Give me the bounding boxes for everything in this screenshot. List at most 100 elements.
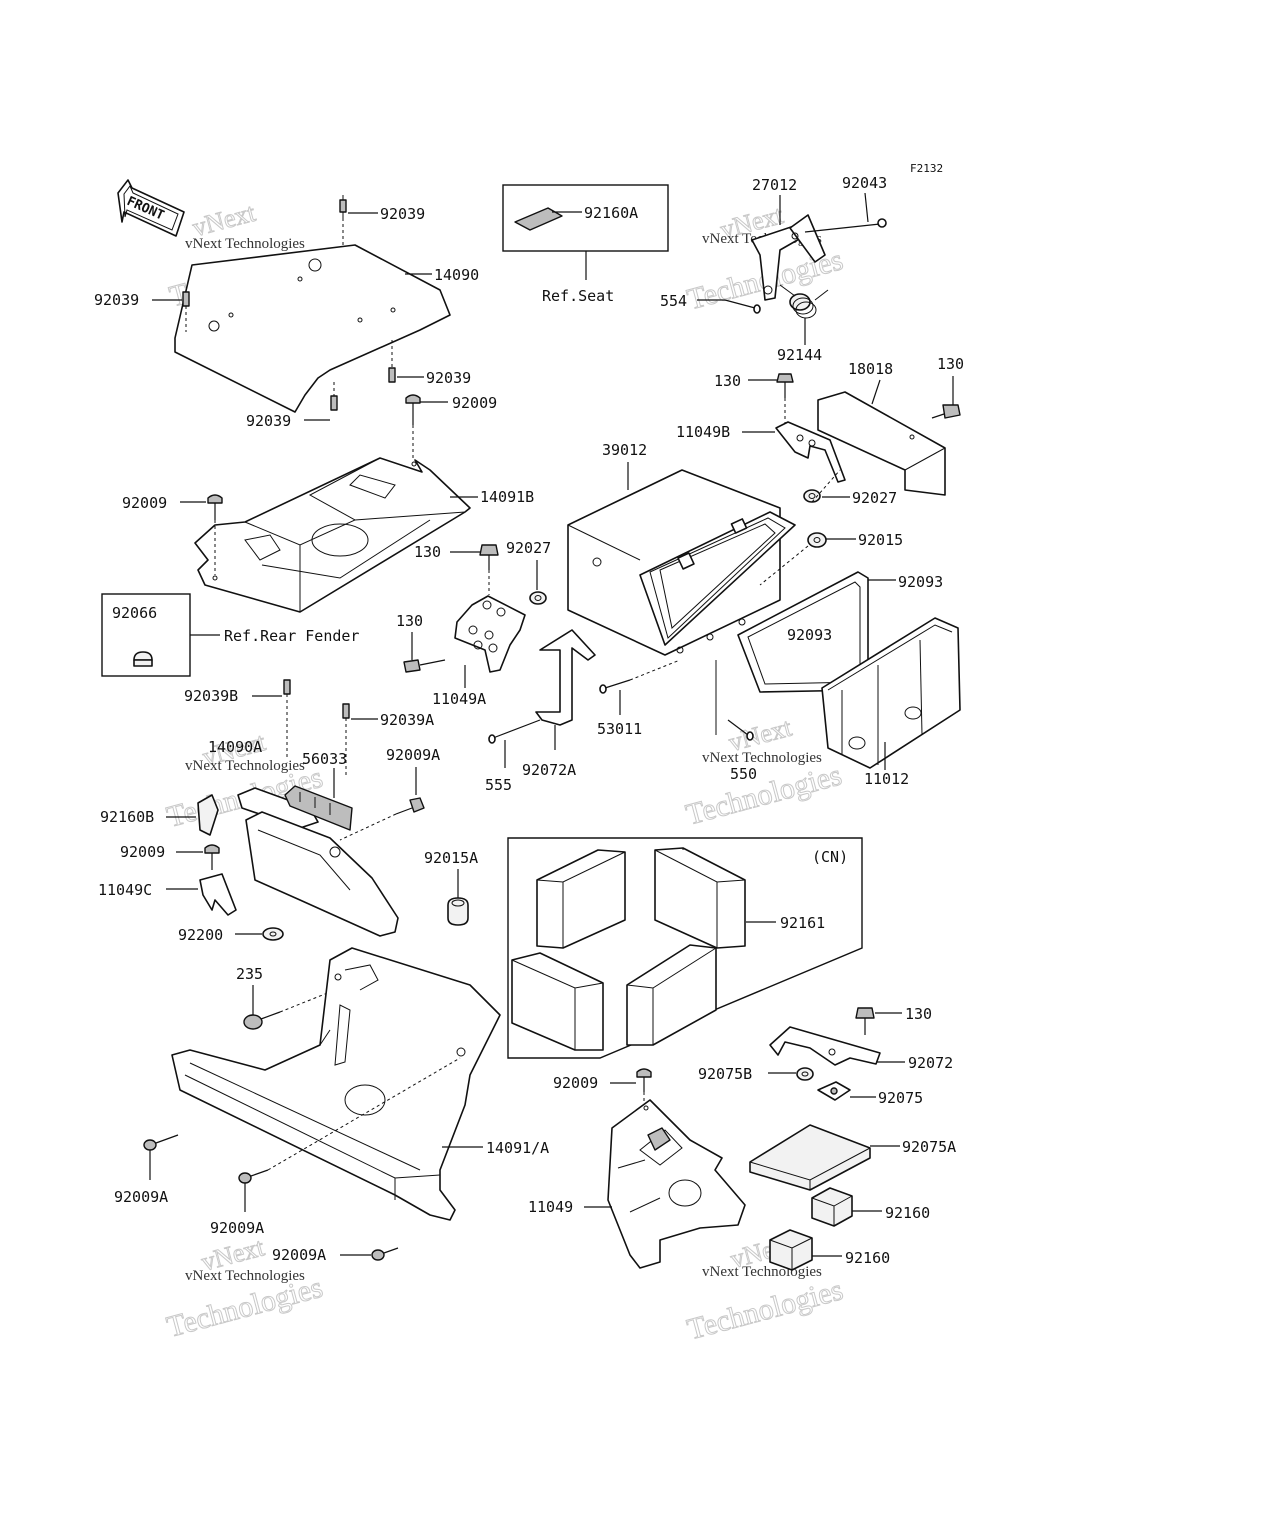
label-550: 550 [730, 765, 757, 783]
label-92039A: 92039A [380, 711, 434, 729]
watermark-text: vNext Technologies [185, 1268, 305, 1284]
block-92161-b[interactable] [654, 847, 746, 949]
nut-92015[interactable] [807, 532, 827, 548]
ref-seat: Ref.Seat [542, 287, 614, 305]
label-92009A-a: 92009A [386, 746, 440, 764]
watermark-bottom-right: vNext Technologies [683, 1229, 847, 1347]
pad-92160A[interactable] [514, 207, 563, 231]
nut-92075[interactable] [817, 1081, 851, 1101]
bolt-130-a[interactable] [776, 373, 794, 425]
bolt-235[interactable] [243, 991, 331, 1030]
latch-27012[interactable] [751, 214, 826, 301]
panel-14090[interactable] [174, 244, 451, 413]
label-14090A: 14090A [208, 738, 262, 756]
washer-92200[interactable] [262, 927, 284, 941]
front-arrow-icon: FRONT [117, 179, 185, 237]
label-14091A: 14091/A [486, 1139, 549, 1157]
collar-92015A[interactable] [447, 897, 469, 926]
bolt-130-b[interactable] [931, 404, 961, 419]
label-92009-d: 92009 [553, 1074, 598, 1092]
lid-11012[interactable] [821, 617, 961, 769]
label-92009A-d: 92009A [272, 1246, 326, 1264]
bolt-130-d[interactable] [403, 659, 446, 673]
bracket-11049A[interactable] [454, 595, 526, 673]
block-92161-d[interactable] [626, 944, 717, 1046]
label-555: 555 [485, 776, 512, 794]
bracket-11049C[interactable] [199, 873, 237, 916]
screw-92009A-c[interactable] [238, 1057, 461, 1184]
clip-92039A[interactable] [342, 703, 350, 778]
ref-cn: (CN) [812, 848, 848, 866]
svg-text:Technologies: Technologies [684, 1273, 847, 1346]
block-92160-a[interactable] [811, 1187, 853, 1227]
gasket-92093[interactable] [737, 571, 869, 693]
screw-92009-b[interactable] [207, 494, 223, 575]
pin-554[interactable] [724, 299, 761, 314]
label-18018: 18018 [848, 360, 893, 378]
label-92093-b: 92093 [787, 626, 832, 644]
bracket-92072[interactable] [769, 1026, 881, 1066]
pad-92160B[interactable] [197, 794, 219, 836]
label-92093-a: 92093 [898, 573, 943, 591]
grommet-92027-b[interactable] [529, 591, 547, 605]
bracket-11049B[interactable] [775, 421, 846, 483]
holder-92072A[interactable] [535, 629, 596, 726]
screw-92009-a[interactable] [405, 394, 421, 458]
pin-92043[interactable] [804, 218, 887, 233]
callout-box-cn [507, 837, 863, 1059]
label-53011: 53011 [597, 720, 642, 738]
svg-text:Technologies: Technologies [682, 758, 845, 831]
block-92161-a[interactable] [536, 849, 626, 949]
label-92066: 92066 [112, 604, 157, 622]
label-554: 554 [660, 292, 687, 310]
label-92027-b: 92027 [506, 539, 551, 557]
label-11049C: 11049C [98, 881, 152, 899]
label-92039B: 92039B [184, 687, 238, 705]
washer-92075B[interactable] [796, 1067, 814, 1081]
pin-53011[interactable] [599, 679, 631, 694]
clip-92039-top[interactable] [339, 195, 347, 245]
guard-14090A-body[interactable] [245, 811, 399, 937]
clip-92039-left[interactable] [182, 291, 190, 332]
mat-14091B[interactable] [194, 457, 471, 613]
label-92009A-b: 92009A [114, 1188, 168, 1206]
tray-11049[interactable] [607, 1099, 746, 1269]
pad-92075A[interactable] [749, 1124, 871, 1191]
label-92160-a: 92160 [885, 1204, 930, 1222]
bolt-130-c[interactable] [479, 544, 499, 595]
label-92200: 92200 [178, 926, 223, 944]
block-92160-b[interactable] [769, 1229, 813, 1271]
bolt-130-e[interactable] [855, 1007, 875, 1035]
pin-550[interactable] [727, 719, 754, 741]
label-11049A: 11049A [432, 690, 486, 708]
screw-92009A-d[interactable] [371, 1247, 399, 1261]
pin-555[interactable] [488, 719, 541, 744]
label-56033: 56033 [302, 750, 347, 768]
screw-92009A-a[interactable] [339, 797, 425, 841]
label-11012: 11012 [864, 770, 909, 788]
grommet-92027-a[interactable] [803, 489, 821, 503]
label-92160-b: 92160 [845, 1249, 890, 1267]
clip-92039-mid[interactable] [388, 340, 396, 383]
mat-56033[interactable] [284, 785, 353, 831]
label-92015A: 92015A [424, 849, 478, 867]
guard-14091A[interactable] [171, 947, 501, 1221]
label-130-c: 130 [414, 543, 441, 561]
block-92161-c[interactable] [511, 952, 604, 1051]
label-92039-mid: 92039 [426, 369, 471, 387]
clip-92039B[interactable] [283, 679, 291, 760]
screw-92009A-b[interactable] [143, 1134, 179, 1151]
plug-92066[interactable] [133, 651, 153, 667]
screw-92009-c[interactable] [204, 844, 220, 870]
label-11049: 11049 [528, 1198, 573, 1216]
label-92009A-c: 92009A [210, 1219, 264, 1237]
label-92015: 92015 [858, 531, 903, 549]
label-92009-b: 92009 [122, 494, 167, 512]
box-39012[interactable] [567, 469, 796, 656]
spring-92144[interactable] [779, 284, 829, 319]
clip-92039-bot[interactable] [330, 382, 338, 411]
label-92043: 92043 [842, 174, 887, 192]
cover-18018[interactable] [817, 391, 946, 496]
mat-14090A[interactable] [237, 787, 319, 829]
label-92160A: 92160A [584, 204, 638, 222]
